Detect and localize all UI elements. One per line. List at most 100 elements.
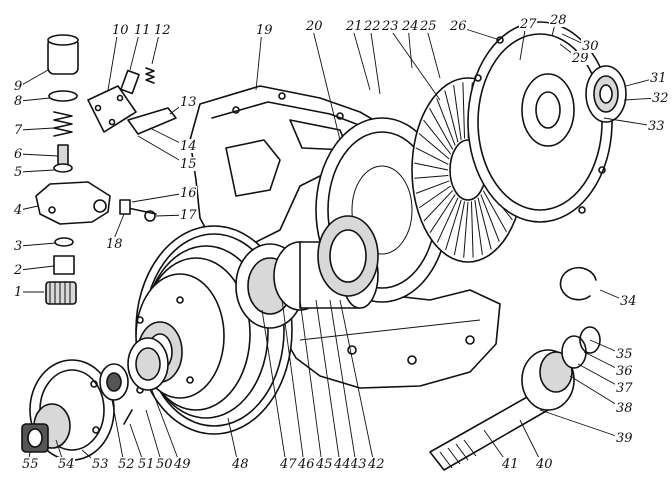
ring-8 (48, 90, 78, 102)
cover-26 (467, 21, 613, 223)
fan-blade (462, 82, 466, 139)
part-label-34: 34 (620, 294, 637, 309)
fan-blade (423, 119, 452, 155)
leader-line-44 (315, 299, 341, 465)
part-label-52: 52 (118, 457, 135, 472)
part-label-7: 7 (14, 123, 23, 138)
fan-blade (429, 107, 454, 150)
leader-line-25 (425, 25, 441, 79)
part-label-15: 15 (180, 157, 197, 172)
leader-line-49 (151, 389, 181, 465)
leader-line-45 (299, 299, 323, 465)
leader-line-40 (519, 419, 543, 465)
stem-6 (57, 144, 69, 166)
part-label-16: 16 (180, 186, 197, 201)
fan-blade (423, 190, 454, 222)
leader-line-8 (19, 97, 51, 102)
leader-line-20 (311, 25, 341, 141)
part-label-43: 43 (349, 457, 367, 472)
label-bg-17 (179, 208, 197, 222)
leader-line-22 (369, 25, 381, 95)
label-bg-41 (501, 457, 519, 471)
fan-blade (444, 90, 459, 143)
part-label-33: 33 (648, 119, 665, 134)
fan-blade (429, 194, 456, 233)
label-bg-45 (315, 457, 333, 471)
hub-assembly (235, 215, 379, 329)
part-label-27: 27 (519, 17, 537, 32)
part-label-22: 22 (363, 19, 381, 34)
fan-blade (436, 197, 459, 243)
label-bg-39 (615, 431, 633, 445)
label-bg-31 (649, 71, 667, 85)
shaft-41 (429, 326, 601, 471)
leader-line-16 (131, 192, 187, 203)
label-bg-35 (615, 347, 633, 361)
plate-group (87, 67, 177, 222)
part-label-5: 5 (14, 165, 22, 180)
part-label-11: 11 (134, 23, 151, 38)
label-bg-18 (105, 237, 123, 251)
fan-blade (414, 175, 449, 179)
label-bg-13 (179, 95, 197, 109)
part-label-6: 6 (14, 147, 22, 162)
label-bg-48 (231, 457, 249, 471)
part-label-9: 9 (14, 79, 22, 94)
leader-line-23 (387, 25, 441, 101)
part-label-13: 13 (180, 95, 197, 110)
fan-blade (480, 194, 500, 242)
label-bg-27 (519, 17, 537, 31)
part-label-8: 8 (14, 94, 22, 109)
part-label-1: 1 (14, 285, 22, 300)
part-label-37: 37 (616, 381, 633, 396)
label-bg-6 (13, 147, 23, 161)
leader-line-7 (19, 127, 55, 131)
part-label-14: 14 (180, 139, 197, 154)
part-label-40: 40 (535, 457, 553, 472)
part-label-42: 42 (367, 457, 385, 472)
label-bg-24 (401, 19, 419, 33)
bolt-18 (127, 207, 157, 215)
leader-line-21 (351, 25, 371, 91)
label-bg-52 (117, 457, 135, 471)
label-bg-38 (615, 401, 633, 415)
fan-blade (414, 162, 449, 171)
leader-line-37 (577, 363, 623, 389)
part-label-44: 44 (333, 457, 351, 472)
part-label-51: 51 (138, 457, 155, 472)
fan-blade (418, 185, 451, 209)
housing-19 (189, 85, 501, 389)
part-label-30: 30 (582, 39, 599, 54)
label-bg-1 (13, 285, 23, 299)
part-label-46: 46 (297, 457, 315, 472)
label-bg-28 (549, 13, 567, 27)
fan-blade (415, 147, 449, 165)
part-label-29: 29 (571, 51, 589, 66)
label-bg-36 (615, 364, 633, 378)
part-label-35: 35 (616, 347, 633, 362)
fan-blade (436, 98, 456, 146)
label-bg-30 (581, 39, 599, 53)
label-bg-49 (173, 457, 191, 471)
fan-blade (482, 190, 507, 233)
fan-blade (470, 201, 474, 258)
label-bg-3 (13, 239, 23, 253)
bearing-31 (585, 65, 627, 123)
label-bg-8 (13, 94, 23, 108)
part-label-21: 21 (345, 19, 363, 34)
label-bg-15 (179, 157, 197, 171)
seal-52 (99, 363, 129, 401)
fan-blade (445, 199, 462, 251)
leader-line-6 (19, 153, 59, 157)
label-bg-21 (345, 19, 363, 33)
label-bg-47 (279, 457, 297, 471)
label-bg-14 (179, 139, 197, 153)
part-label-55: 55 (22, 457, 39, 472)
label-bg-34 (619, 294, 637, 308)
leader-line-50 (145, 409, 163, 465)
leader-line-10 (107, 29, 119, 91)
label-bg-51 (137, 457, 155, 471)
bearing-49 (127, 337, 169, 391)
part-label-54: 54 (58, 457, 75, 472)
